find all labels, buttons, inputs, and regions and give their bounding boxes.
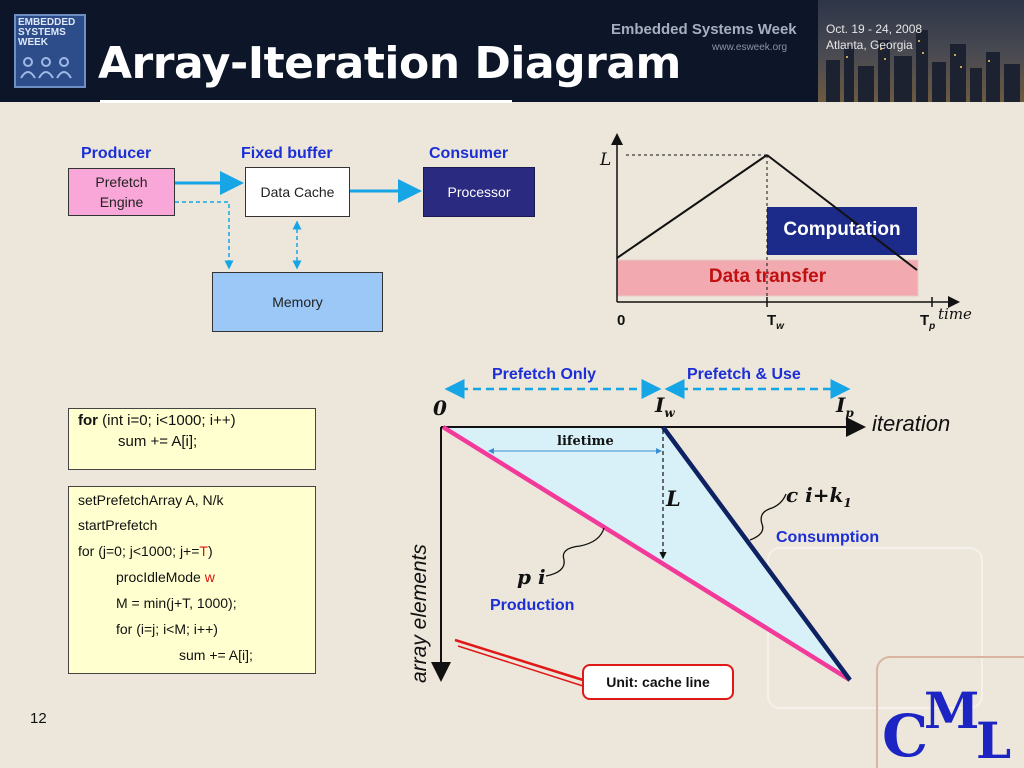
array-elements-axis-label: array elements (408, 544, 431, 683)
memory-label: Memory (272, 294, 323, 310)
tw-sub: w (776, 321, 784, 332)
ip-label: Ip (836, 393, 854, 420)
page-title: Array-Iteration Diagram (98, 38, 681, 89)
consumption-label: Consumption (776, 529, 880, 546)
prefetch-only-label: Prefetch Only (492, 366, 597, 383)
logo-line-3: WEEK (18, 37, 48, 48)
code1-line-2: sum += A[i]; (118, 433, 198, 450)
consumer-label: Consumer (429, 145, 509, 162)
esweek-logo (14, 14, 86, 88)
tw-main: T (767, 312, 777, 329)
production-line (441, 425, 852, 682)
tp-sub: p (929, 321, 936, 332)
cml-logo-frame (876, 656, 1024, 768)
computation-label: Computation (783, 219, 901, 240)
tp-label: Tp (920, 312, 935, 332)
page-number: 12 (30, 710, 47, 727)
original-loop-code: for (int i=0; i<1000; i++) sum += A[i]; (68, 408, 316, 470)
logo-line-2: SYSTEMS (18, 27, 66, 38)
city-skyline-image (818, 0, 1024, 102)
cml-logo-m: M (924, 681, 979, 740)
computation-bar (767, 207, 917, 255)
lifetime-label: lifetime (557, 434, 614, 449)
producer-label: Producer (81, 145, 152, 162)
production-label: Production (490, 597, 575, 614)
iw-main: I (655, 393, 665, 417)
production-expression: p i (517, 565, 546, 589)
iw-label: Iw (655, 393, 675, 420)
timeline-l-label: L (600, 150, 612, 170)
code2-line-1: setPrefetchArray A, N/k (78, 492, 224, 508)
unit-callout: Unit: cache line (582, 664, 734, 700)
consumption-expr-main: c i+k (786, 483, 844, 507)
engine-to-memory-arrow (175, 201, 234, 270)
code2-line-6: for (i=j; i<M; i++) (116, 621, 218, 637)
ip-sub: p (845, 406, 854, 420)
code2-w-param: w (204, 569, 215, 585)
code1-line-1-text: (int i=0; i<1000; i++) (98, 412, 236, 429)
prefetch-loop-code: setPrefetchArray A, N/k startPrefetch fo… (68, 486, 316, 674)
conference-date: Oct. 19 - 24, 2008 (826, 22, 923, 36)
production-leader (545, 527, 605, 577)
iteration-axis-label: iteration (872, 411, 951, 436)
data-transfer-label: Data transfer (708, 266, 827, 287)
time-axis-label: time (938, 305, 972, 323)
code2-line-3-a: for (j=0; j<1000; j+= (78, 543, 200, 559)
origin-label: 0 (433, 396, 447, 420)
tp-main: T (920, 312, 930, 329)
processor-label: Processor (447, 184, 511, 200)
code2-line-2: startPrefetch (78, 517, 158, 533)
iw-sub: w (664, 406, 675, 420)
fill-line (616, 154, 768, 259)
data-cache-label: Data Cache (260, 184, 335, 200)
code2-line-3-c: ) (207, 543, 213, 559)
drain-line (766, 154, 918, 271)
conference-url: www.esweek.org (712, 42, 788, 53)
code2-line-7: sum += A[i]; (179, 647, 253, 663)
prefetch-engine-box: Prefetch Engine (68, 168, 175, 216)
for-keyword: for (78, 412, 98, 429)
tw-label: Tw (767, 312, 784, 332)
consumption-line (661, 425, 852, 682)
code2-line-5: M = min(j+T, 1000); (116, 595, 237, 611)
code2-line-4: procIdleMode w (116, 569, 215, 585)
cml-logo-c: C (882, 702, 928, 768)
conference-location: Atlanta, Georgia (826, 38, 913, 52)
data-cache-box: Data Cache (245, 167, 350, 217)
code2-t-param: T (199, 543, 208, 559)
skyline-icon (826, 30, 1020, 102)
logo-line-1: EMBEDDED (18, 17, 76, 28)
conference-name: Embedded Systems Week (611, 21, 797, 38)
esweek-logo-text: EMBEDDED SYSTEMS WEEK (18, 18, 80, 85)
unit-callout-text: Unit: cache line (606, 674, 710, 690)
cml-logo: C M L (882, 681, 1011, 768)
code2-line-3: for (j=0; j<1000; j+=T) (78, 543, 213, 559)
code2-line-4-a: procIdleMode (116, 569, 205, 585)
fixed-buffer-label: Fixed buffer (241, 145, 333, 162)
prefetch-use-label: Prefetch & Use (687, 366, 801, 383)
unit-pointer-1 (454, 638, 584, 682)
l-label: L (666, 486, 681, 511)
processor-box: Processor (423, 167, 535, 217)
timeline-zero-label: 0 (617, 312, 626, 329)
code1-line-1: for (int i=0; i<1000; i++) (78, 412, 236, 429)
cml-logo-l: L (976, 711, 1011, 768)
consumption-expr-sub: 1 (843, 496, 852, 510)
consumption-leader (749, 493, 787, 541)
memory-box: Memory (212, 272, 383, 332)
ip-main: I (836, 393, 846, 417)
unit-pointer-2 (457, 645, 584, 687)
people-icon (20, 57, 72, 79)
consumption-expression: c i+k1 (786, 483, 852, 510)
title-underline (100, 100, 512, 103)
prefetch-engine-label: Prefetch Engine (95, 174, 148, 210)
